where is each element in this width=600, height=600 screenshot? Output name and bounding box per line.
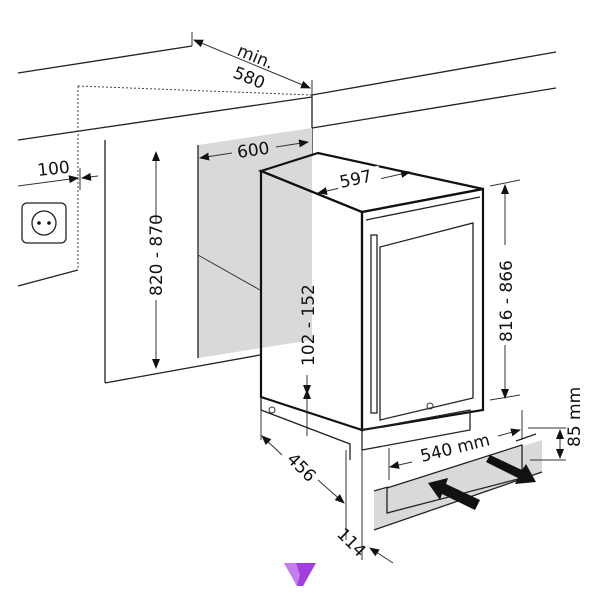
plinth	[361, 409, 471, 451]
plinth-depth-label: 114	[332, 524, 369, 561]
airflow-in-arrow	[428, 478, 480, 510]
socket-offset-label: 100	[36, 158, 70, 181]
appliance-width-label: 597	[338, 167, 374, 193]
logo-v	[284, 563, 316, 586]
glass-door	[379, 222, 474, 421]
appliance-depth-label: 456	[282, 449, 319, 486]
power-socket-icon	[21, 202, 67, 244]
wine-cooler	[257, 151, 485, 560]
plinth-height-label: 102 - 152	[299, 284, 319, 366]
niche-width-label: 600	[236, 139, 271, 163]
airflow-out-arrow	[486, 455, 536, 484]
niche-shading	[198, 128, 312, 358]
lock-icon	[426, 402, 434, 410]
appliance-height-label: 816 - 866	[497, 260, 517, 342]
vent-height-label: 85 mm	[565, 387, 585, 447]
niche-height-label: 820 - 870	[147, 214, 167, 296]
door-handle	[370, 234, 378, 414]
